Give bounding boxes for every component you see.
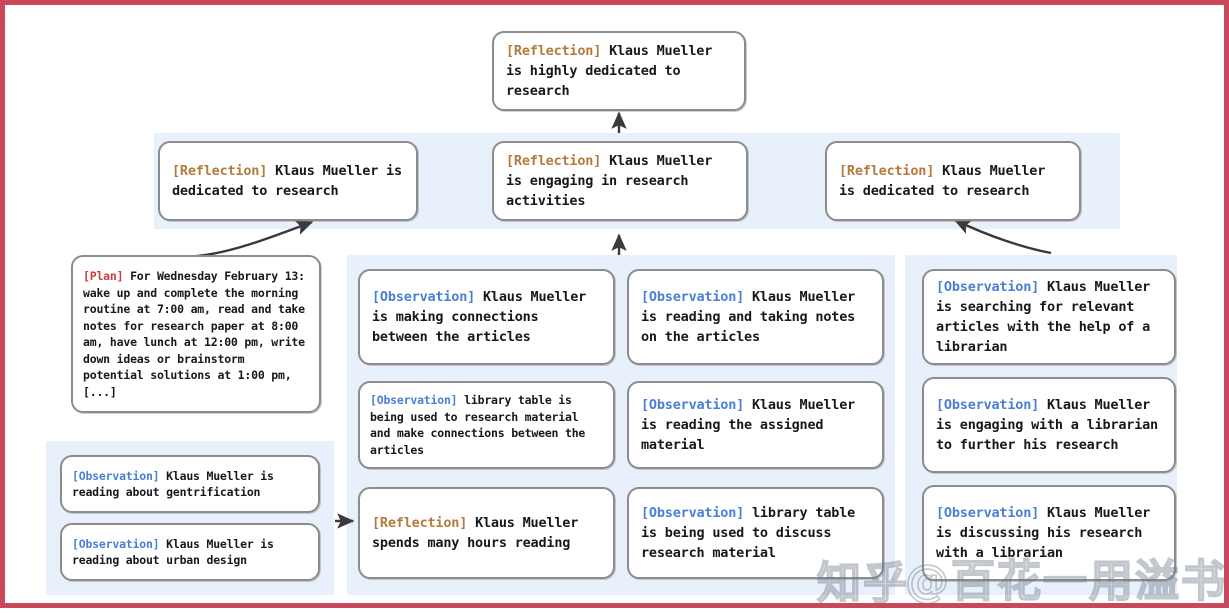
node-tag: [Observation] bbox=[370, 393, 458, 407]
node-tag: [Reflection] bbox=[839, 163, 935, 179]
node-text: [Observation] library table is being use… bbox=[360, 392, 613, 458]
node-tag: [Plan] bbox=[83, 269, 124, 283]
node-observation-library-table-discuss[interactable]: [Observation] library table is being use… bbox=[627, 487, 884, 579]
node-text: [Observation] Klaus Mueller is making co… bbox=[360, 287, 613, 347]
node-body: library table is being used to research … bbox=[370, 393, 592, 457]
node-tag: [Observation] bbox=[641, 397, 745, 413]
node-text: [Plan] For Wednesday February 13: wake u… bbox=[73, 268, 319, 400]
node-body: Klaus Mueller spends many hours reading bbox=[372, 515, 587, 551]
node-tag: [Observation] bbox=[936, 505, 1040, 521]
node-text: [Observation] Klaus Mueller is reading a… bbox=[629, 287, 882, 347]
node-tag: [Observation] bbox=[936, 279, 1040, 295]
node-body: Klaus Mueller is reading the assigned ma… bbox=[641, 397, 863, 453]
node-reflection-left[interactable]: [Reflection] Klaus Mueller is dedicated … bbox=[158, 141, 418, 221]
node-body: Klaus Mueller is reading and taking note… bbox=[641, 289, 863, 345]
node-body: Klaus Mueller is reading about urban des… bbox=[72, 536, 281, 568]
node-reflection-middle[interactable]: [Reflection] Klaus Mueller is engaging i… bbox=[492, 141, 748, 221]
node-reflection-right[interactable]: [Reflection] Klaus Mueller is dedicated … bbox=[825, 141, 1081, 221]
node-tag: [Observation] bbox=[372, 289, 476, 305]
node-tag: [Observation] bbox=[72, 536, 160, 551]
node-body: Klaus Mueller is dedicated to research bbox=[839, 163, 1054, 199]
node-body: Klaus Mueller is making connections betw… bbox=[372, 289, 594, 345]
node-tag: [Reflection] bbox=[372, 515, 468, 531]
node-observation-reading-notes[interactable]: [Observation] Klaus Mueller is reading a… bbox=[627, 269, 884, 365]
node-text: [Observation] Klaus Mueller is reading a… bbox=[62, 468, 318, 501]
node-tag: [Observation] bbox=[641, 289, 745, 305]
node-tag: [Reflection] bbox=[172, 163, 268, 179]
node-text: [Reflection] Klaus Mueller is dedicated … bbox=[160, 161, 416, 201]
node-text: [Observation] library table is being use… bbox=[629, 503, 882, 563]
node-tag: [Reflection] bbox=[506, 153, 602, 169]
node-tag: [Reflection] bbox=[506, 43, 602, 59]
node-reflection-hours-reading[interactable]: [Reflection] Klaus Mueller spends many h… bbox=[358, 487, 615, 579]
node-text: [Reflection] Klaus Mueller is dedicated … bbox=[827, 161, 1079, 201]
node-observation-library-table-connections[interactable]: [Observation] library table is being use… bbox=[358, 381, 615, 469]
node-observation-assigned-material[interactable]: [Observation] Klaus Mueller is reading t… bbox=[627, 381, 884, 469]
node-tag: [Observation] bbox=[936, 397, 1040, 413]
node-text: [Reflection] Klaus Mueller is engaging i… bbox=[494, 151, 746, 211]
node-observation-engaging-librarian[interactable]: [Observation] Klaus Mueller is engaging … bbox=[922, 377, 1176, 473]
diagram-canvas: [Reflection] Klaus Mueller is highly ded… bbox=[5, 5, 1229, 613]
node-plan[interactable]: [Plan] For Wednesday February 13: wake u… bbox=[71, 255, 321, 413]
node-text: [Observation] Klaus Mueller is engaging … bbox=[924, 395, 1174, 455]
node-text: [Reflection] Klaus Mueller spends many h… bbox=[360, 513, 613, 553]
node-body: Klaus Mueller is dedicated to research bbox=[172, 163, 410, 199]
node-text: [Observation] Klaus Mueller is reading a… bbox=[62, 536, 318, 569]
node-observation-searching-articles[interactable]: [Observation] Klaus Mueller is searching… bbox=[922, 269, 1176, 365]
node-body: Klaus Mueller is discussing his research… bbox=[936, 505, 1158, 561]
node-observation-discussing-research[interactable]: [Observation] Klaus Mueller is discussin… bbox=[922, 485, 1176, 581]
node-observation-urban-design[interactable]: [Observation] Klaus Mueller is reading a… bbox=[60, 523, 320, 581]
node-body: Klaus Mueller is engaging with a librari… bbox=[936, 397, 1166, 453]
node-text: [Observation] Klaus Mueller is searching… bbox=[924, 277, 1174, 357]
node-text: [Observation] Klaus Mueller is reading t… bbox=[629, 395, 882, 455]
node-text: [Observation] Klaus Mueller is discussin… bbox=[924, 503, 1174, 563]
node-body: For Wednesday February 13: wake up and c… bbox=[83, 269, 312, 399]
node-body: Klaus Mueller is reading about gentrific… bbox=[72, 468, 281, 500]
node-observation-connections[interactable]: [Observation] Klaus Mueller is making co… bbox=[358, 269, 615, 365]
node-body: Klaus Mueller is engaging in research ac… bbox=[506, 153, 721, 209]
node-body: library table is being used to discuss r… bbox=[641, 505, 863, 561]
node-observation-gentrification[interactable]: [Observation] Klaus Mueller is reading a… bbox=[60, 455, 320, 513]
node-root-reflection[interactable]: [Reflection] Klaus Mueller is highly ded… bbox=[492, 31, 746, 111]
node-body: Klaus Mueller is highly dedicated to res… bbox=[506, 43, 721, 99]
node-tag: [Observation] bbox=[72, 468, 160, 483]
node-body: Klaus Mueller is searching for relevant … bbox=[936, 279, 1158, 355]
node-tag: [Observation] bbox=[641, 505, 745, 521]
node-text: [Reflection] Klaus Mueller is highly ded… bbox=[494, 41, 744, 101]
